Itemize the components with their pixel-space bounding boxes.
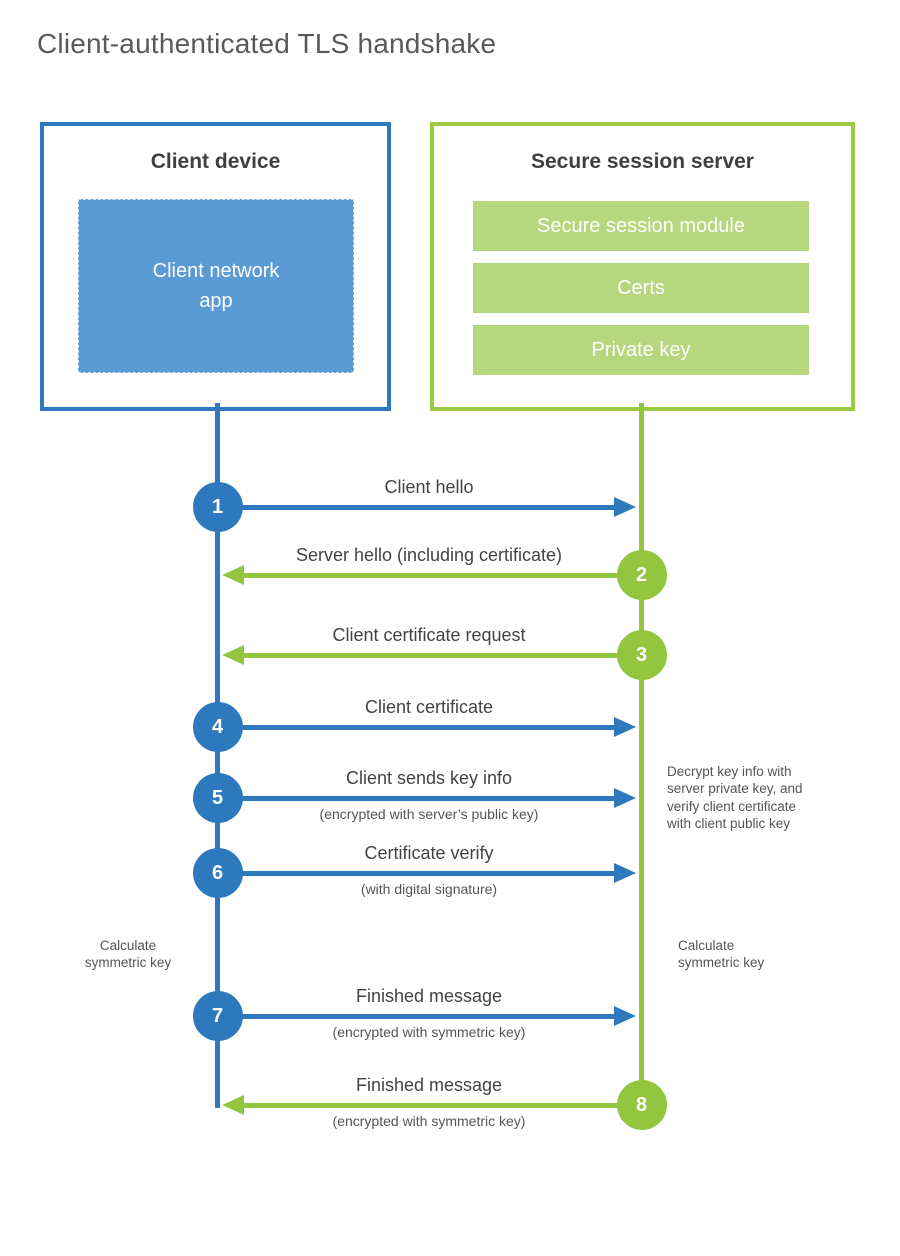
step-2-arrow-line [244, 572, 618, 578]
step-1-arrow-line [240, 504, 614, 510]
step-1-label: Client hello [384, 477, 474, 497]
step-8-sublabel: (encrypted with symmetric key) [332, 1113, 526, 1129]
server-module-private-key: Private key [473, 325, 809, 375]
step-3-arrowhead-icon [222, 645, 244, 665]
step-7-arrowhead-icon [614, 1006, 636, 1026]
server-decrypt-note: Decrypt key info with server private key… [667, 764, 803, 831]
step-4-number: 4 [211, 715, 224, 738]
step-2-arrowhead-icon [222, 565, 244, 585]
step-7-badge: 7 [192, 991, 243, 1041]
step-3-badge: 3 [616, 630, 667, 680]
step-4-label: Client certificate [364, 697, 494, 717]
step-4-arrow-line [240, 724, 614, 730]
server-module-secure-session-module: Secure session module [473, 201, 809, 251]
step-5-sublabel: (encrypted with server’s public key) [319, 806, 539, 822]
step-6-arrow-line [240, 870, 614, 876]
step-5-arrow-line [240, 795, 614, 801]
step-8-label: Finished message [355, 1075, 503, 1095]
step-5-badge: 5 [192, 773, 243, 823]
step-5-number: 5 [211, 786, 224, 809]
step-1-badge: 1 [192, 482, 243, 532]
step-2-badge: 2 [616, 550, 667, 600]
server-calculate-symmetric-key-note: Calculate symmetric key [678, 938, 765, 971]
client-lifeline [215, 403, 220, 1108]
server-module-certs: Certs [473, 263, 809, 313]
secure-session-server-title: Secure session server [531, 150, 754, 173]
step-6-badge: 6 [192, 848, 243, 898]
step-6-number: 6 [211, 861, 224, 884]
step-3-label: Client certificate request [332, 625, 526, 645]
step-1-arrowhead-icon [614, 497, 636, 517]
step-6-label: Certificate verify [364, 843, 494, 863]
page-title: Client-authenticated TLS handshake [37, 28, 497, 59]
step-4-badge: 4 [192, 702, 243, 752]
server-lifeline [639, 403, 644, 1105]
step-7-number: 7 [211, 1004, 224, 1027]
step-8-arrow-line [244, 1102, 618, 1108]
step-5-label: Client sends key info [345, 768, 513, 788]
step-3-number: 3 [635, 643, 648, 666]
step-8-badge: 8 [616, 1080, 667, 1130]
step-6-arrowhead-icon [614, 863, 636, 883]
step-2-number: 2 [635, 563, 648, 586]
step-1-number: 1 [211, 495, 224, 518]
step-4-arrowhead-icon [614, 717, 636, 737]
step-7-label: Finished message [355, 986, 503, 1006]
client-calculate-symmetric-key-note: Calculate symmetric key [84, 938, 172, 971]
step-3-arrow-line [244, 652, 618, 658]
step-8-number: 8 [635, 1093, 648, 1116]
client-network-app-box: Client network app [78, 199, 354, 373]
step-8-arrowhead-icon [222, 1095, 244, 1115]
step-6-sublabel: (with digital signature) [360, 881, 498, 897]
step-7-arrow-line [240, 1013, 614, 1019]
client-device-title: Client device [150, 150, 281, 173]
step-5-arrowhead-icon [614, 788, 636, 808]
step-7-sublabel: (encrypted with symmetric key) [332, 1024, 526, 1040]
step-2-label: Server hello (including certificate) [295, 545, 563, 565]
secure-session-server-box: Secure session server Secure session mod… [430, 122, 855, 411]
client-device-box: Client device Client network app [40, 122, 391, 411]
